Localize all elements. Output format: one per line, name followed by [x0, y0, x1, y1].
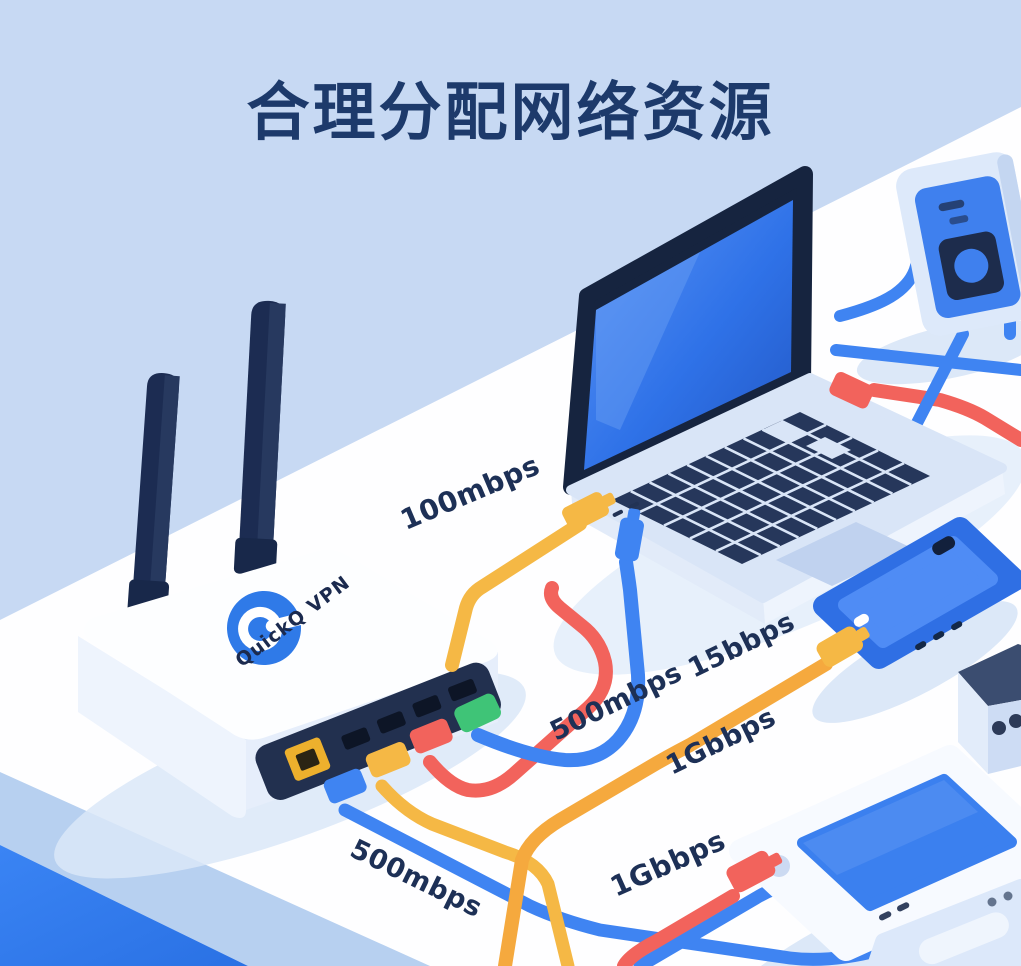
corner-device	[867, 879, 1021, 966]
lan-port-2	[376, 711, 406, 734]
router-antenna-right	[233, 300, 286, 576]
lan-port-4	[448, 679, 477, 702]
laptop-screen	[584, 200, 793, 470]
cable-yellow-phone	[498, 657, 833, 966]
phone-notch	[932, 536, 956, 556]
plug-blue-router	[323, 768, 367, 804]
plug-red-tablet	[726, 850, 783, 893]
laptop-left-edge	[571, 490, 765, 624]
tablet	[729, 745, 1021, 961]
lan-port-3	[412, 695, 442, 718]
network-box-left	[958, 672, 988, 774]
plug-yellow-phone	[816, 626, 870, 667]
corner-device-body	[867, 879, 1021, 966]
router-antenna-left	[127, 373, 180, 616]
smart-speaker	[896, 152, 1021, 336]
lan-port-1	[341, 727, 371, 750]
cable-yellow-laptop	[445, 517, 587, 672]
laptop-side-port-2	[628, 501, 639, 509]
cable-red-tablet	[617, 889, 740, 966]
laptop	[563, 166, 1007, 624]
plug-yellow-router	[365, 742, 411, 778]
laptop-side-port-1	[612, 509, 623, 517]
phone-screen	[838, 536, 998, 648]
speaker-cone	[954, 248, 989, 283]
quickq-logo-icon	[227, 591, 307, 665]
tablet-screen-sheen	[803, 780, 978, 875]
cable-blue-laptop	[471, 555, 646, 768]
laptop-keyboard	[612, 412, 930, 564]
router-port-panel	[255, 662, 501, 800]
phone-shadow	[812, 601, 1018, 723]
plug-red-laptop	[829, 371, 875, 409]
network-box-front	[988, 700, 1021, 774]
router-left-face	[78, 636, 246, 818]
laptop-screen-sheen	[596, 252, 700, 430]
cable-blue-speaker-2	[830, 344, 1021, 376]
connectors	[323, 371, 875, 893]
laptop-trackpad	[776, 522, 912, 586]
wifi-router	[78, 300, 501, 818]
cable-red-router	[423, 581, 613, 798]
floor	[0, 845, 248, 966]
page-title: 合理分配网络资源	[246, 76, 775, 149]
cable-red-laptop	[867, 383, 1021, 447]
plug-blue-laptop	[614, 508, 644, 562]
network-box-top	[958, 644, 1021, 706]
plug-red-router	[409, 718, 453, 754]
phone-home-pill	[853, 613, 870, 627]
plug-green-router	[454, 693, 501, 733]
plug-yellow-laptop	[562, 492, 616, 532]
corner-device-slot	[918, 912, 1009, 965]
cable-yellow-router	[375, 779, 575, 966]
